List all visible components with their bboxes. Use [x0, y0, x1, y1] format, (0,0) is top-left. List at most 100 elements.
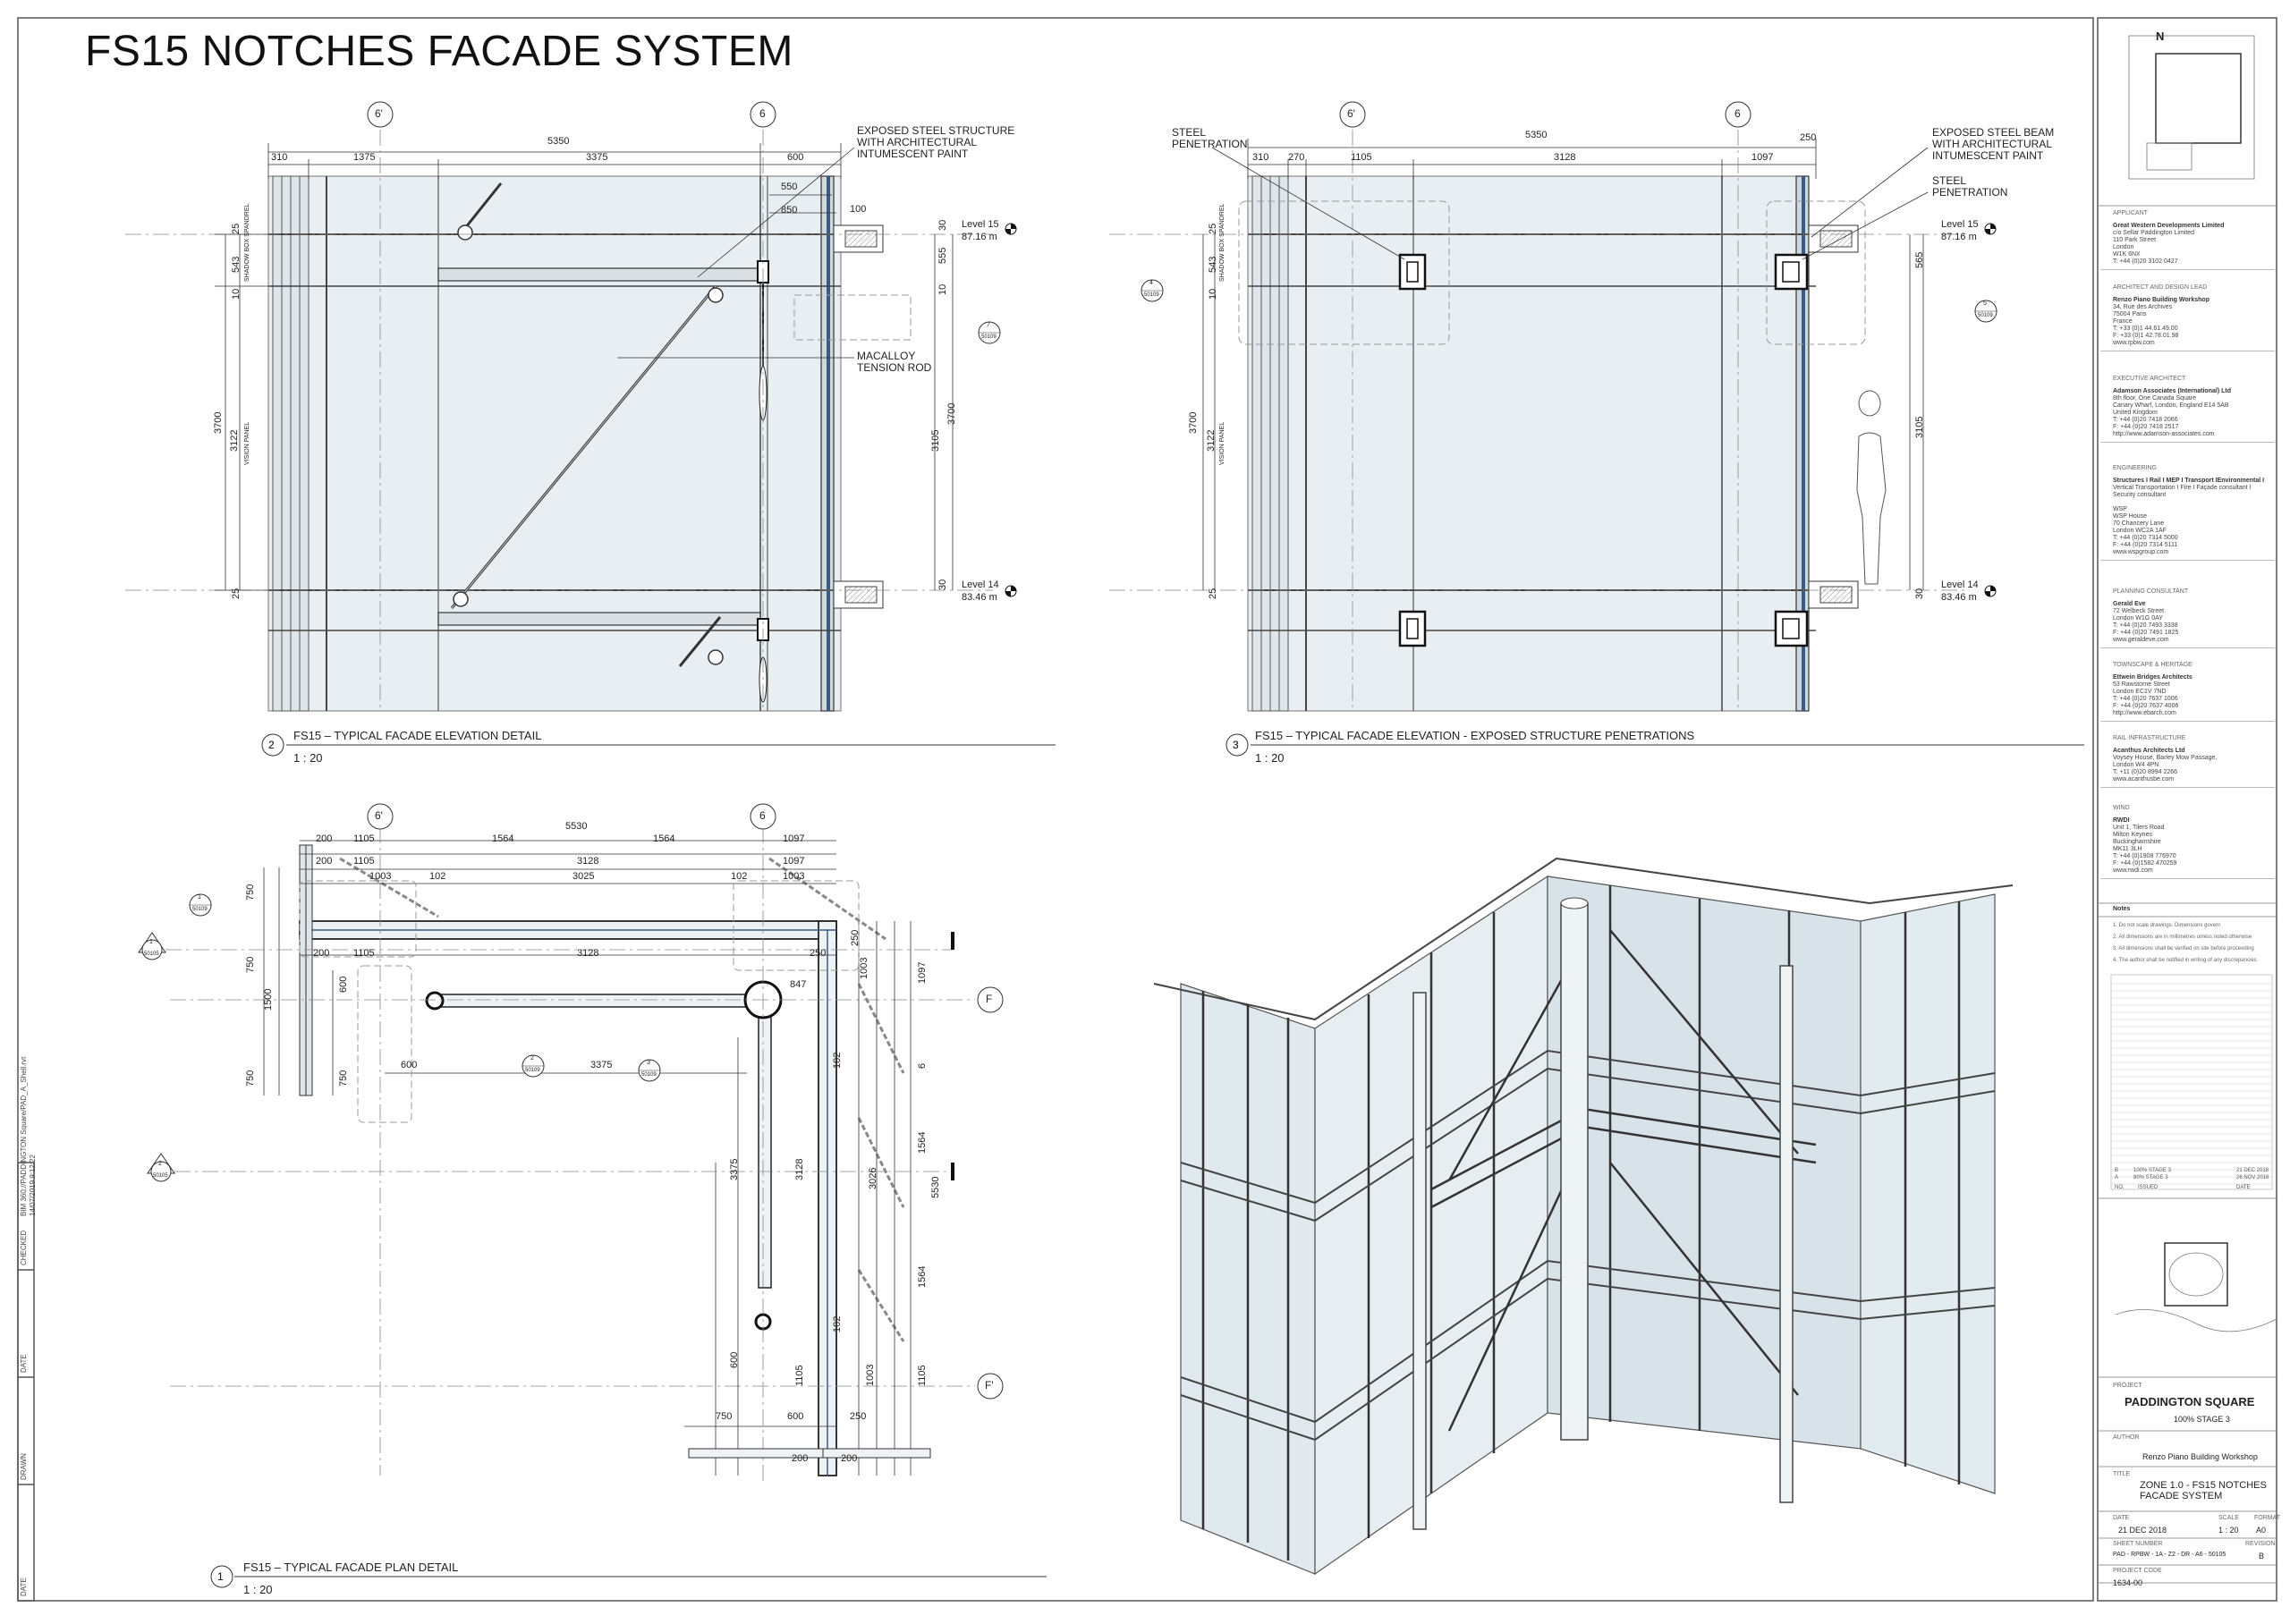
detail-ref-number: 2: [158, 1161, 162, 1167]
wind-line: Milton Keynes: [2113, 832, 2152, 838]
planning-line: 72 Welbeck Street: [2113, 608, 2165, 614]
north-arrow-label: N: [2156, 30, 2165, 43]
dimension-label: 543: [231, 256, 242, 273]
rail-line: Voysey House, Barley Mow Passage,: [2113, 755, 2218, 761]
executive-architect-line: F: +44 (0)20 7418 2517: [2113, 424, 2179, 430]
plan-detail-number: 1: [217, 1570, 224, 1583]
detail-ref-sheet: 50109: [1144, 292, 1159, 298]
detail-ref-sheet: 50109: [981, 334, 997, 340]
dimension-label: 100: [850, 204, 867, 215]
panel-label: VISION PANEL: [244, 421, 250, 465]
dimension-label: 600: [401, 1060, 418, 1070]
dimension-label: 5530: [930, 1176, 941, 1198]
townscape-line: Ettwein Bridges Architects: [2113, 674, 2192, 681]
townscape-line: London EC1V 7ND: [2113, 689, 2167, 695]
dimension-label: 1564: [653, 833, 675, 844]
key-plan: [2115, 1242, 2277, 1332]
dimension-label: 10: [231, 288, 242, 300]
dimension-label: 1105: [353, 833, 375, 844]
townscape-line: F: +44 (0)20 7637 4006: [2113, 703, 2179, 709]
title-block-divider: [2100, 647, 2275, 648]
drawing-format: A0: [2256, 1526, 2267, 1535]
architect-line: T: +33 (0)1 44.61.49.00: [2113, 326, 2178, 332]
applicant-line: c/o Sellar Paddington Limited: [2113, 230, 2195, 236]
title-block-divider: [2100, 721, 2275, 722]
revision-row-cell: 80% STAGE 3: [2133, 1175, 2168, 1180]
detail-ref-sheet: 50109: [525, 1068, 540, 1073]
dimension-label: 310: [1252, 152, 1269, 163]
level-name: Level 15: [1941, 219, 1979, 230]
grid-label: 6': [1347, 107, 1355, 120]
drawing-scale: 1 : 20: [2218, 1526, 2239, 1535]
view-number: 2: [268, 739, 275, 751]
revision-row-cell: B: [2115, 1168, 2119, 1173]
margin-file-path: BIM 360://PADDINGTON Square/PAD_A_Shell.…: [20, 1056, 28, 1216]
revision-row-cell: A: [2115, 1175, 2119, 1180]
dimension-label: 3128: [577, 948, 599, 959]
dimension-label: 3026: [868, 1167, 878, 1189]
grid-label: 6': [375, 809, 383, 822]
dimension-label: 3105: [930, 429, 941, 452]
dimension-label: 1003: [369, 871, 392, 882]
callout-steel-structure: EXPOSED STEEL STRUCTURE WITH ARCHITECTUR…: [857, 124, 1015, 160]
format-label: FORMAT: [2254, 1515, 2281, 1521]
axonometric-view: [1153, 857, 2014, 1576]
date-label: DATE: [2113, 1515, 2130, 1521]
dimension-label: 5350: [1525, 130, 1548, 140]
level-height: 87.16 m: [962, 232, 997, 242]
level-height: 83.46 m: [1941, 592, 1977, 603]
dimension-label: 200: [316, 833, 333, 844]
executive-architect-line: United Kingdom: [2113, 410, 2158, 416]
engineering-line: www.wspgroup.com: [2113, 549, 2169, 555]
notes-heading: Notes: [2113, 906, 2131, 912]
scale-label: SCALE: [2218, 1515, 2239, 1521]
dimension-label: 200: [316, 856, 333, 867]
grid-label: 6: [1734, 107, 1741, 120]
executive-architect-line: http://www.adamson-associates.com: [2113, 431, 2215, 437]
callout-steel-penetration-2: STEEL PENETRATION: [1932, 174, 2008, 199]
level-name: Level 15: [962, 219, 999, 230]
dimension-label: 847: [790, 979, 807, 990]
dimension-label: 1105: [353, 948, 375, 959]
view-number: 3: [1233, 739, 1239, 751]
engineering-line: Structures I Rail I MEP I Transport IEnv…: [2113, 478, 2265, 484]
revision-row-cell: 100% STAGE 3: [2133, 1168, 2171, 1173]
elevation-penetrations-view: [1109, 101, 2084, 757]
title-block-divider: [2100, 787, 2275, 788]
engineering-line: T: +44 (0)20 7314 5000: [2113, 535, 2178, 541]
note-line: 2. All dimensions are in millimetres unl…: [2113, 935, 2252, 940]
dimension-label: 5530: [565, 821, 588, 832]
rail-line: Acanthus Architects Ltd: [2113, 748, 2185, 754]
dimension-label: 10: [937, 283, 948, 295]
detail-ref-sheet: 50109: [192, 907, 208, 912]
planning-line: www.geraldeve.com: [2113, 637, 2169, 643]
dimension-label: 250: [850, 1411, 867, 1422]
detail-ref-number: 1: [149, 939, 153, 945]
revision-row-cell: 21 DEC 2018: [2236, 1168, 2269, 1173]
author-name: Renzo Piano Building Workshop: [2142, 1452, 2258, 1461]
level-height: 83.46 m: [962, 592, 997, 603]
margin-date-1: DATE: [20, 1354, 28, 1373]
level-height: 87.16 m: [1941, 232, 1977, 242]
dimension-label: 250: [1800, 132, 1817, 143]
dimension-label: 1003: [859, 957, 869, 979]
dimension-label: 250: [850, 929, 861, 946]
dimension-label: 25: [231, 588, 242, 599]
executive-architect-line: Canary Wharf, London, England E14 5AB: [2113, 402, 2229, 409]
dimension-label: 6: [917, 1062, 928, 1069]
architect-line: 75004 Paris: [2113, 311, 2147, 317]
wind-line: F: +44 (0)1582 470259: [2113, 860, 2177, 867]
townscape-heading: TOWNSCAPE & HERITAGE: [2113, 662, 2192, 668]
architect-line: France: [2113, 318, 2133, 325]
elevation-detail-scale: 1 : 20: [293, 751, 323, 765]
note-line: 3. All dimensions shall be verified on s…: [2113, 946, 2254, 952]
dimension-label: 30: [937, 579, 948, 590]
engineering-line: WSP: [2113, 506, 2127, 512]
wind-line: RWDI: [2113, 817, 2130, 824]
penetrations-scale: 1 : 20: [1255, 751, 1285, 765]
panel-label: SHADOW BOX SPANDREL: [1219, 203, 1226, 282]
dimension-label: 600: [787, 1411, 804, 1422]
grid-label: 6: [759, 809, 766, 822]
executive-architect-heading: EXECUTIVE ARCHITECT: [2113, 376, 2186, 382]
wind-heading: WIND: [2113, 805, 2130, 811]
